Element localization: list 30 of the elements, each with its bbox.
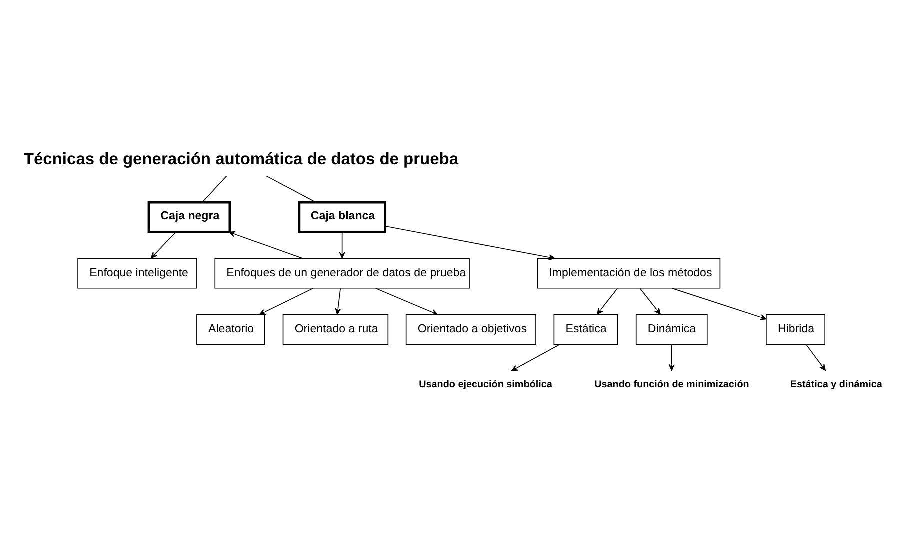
- node-box: Aleatorio: [196, 314, 266, 344]
- node-box: Enfoques de un generador de datos de prueba: [214, 258, 470, 288]
- arrow: [640, 288, 661, 314]
- node-box: Caja blanca: [298, 200, 386, 233]
- node-box: Orientado a objetivos: [406, 314, 536, 344]
- node-box: Orientado a ruta: [282, 314, 389, 344]
- arrow: [385, 225, 556, 260]
- arrow: [672, 288, 767, 320]
- arrow: [668, 344, 675, 370]
- arrow: [259, 288, 314, 315]
- arrow: [228, 230, 304, 258]
- node-box: Estática: [554, 314, 618, 344]
- node-box: Enfoque inteligente: [78, 258, 198, 288]
- node-box: Dinámica: [636, 314, 708, 344]
- connector: [202, 175, 228, 202]
- node-text: Técnicas de generación automática de datos de prueba: [24, 150, 459, 168]
- arrow: [335, 288, 342, 314]
- arrow: [375, 288, 438, 315]
- node-text: Usando función de minimización: [594, 379, 750, 390]
- arrow: [512, 344, 560, 371]
- node-text: Estática y dinámica: [790, 379, 882, 390]
- node-box: Hibrida: [766, 314, 826, 344]
- arrow: [339, 232, 346, 258]
- arrow: [596, 288, 618, 314]
- node-box: Implementación de los métodos: [537, 258, 721, 288]
- connector: [266, 175, 316, 202]
- arrow: [150, 232, 176, 258]
- node-text: Usando ejecución simbólica: [419, 379, 552, 390]
- arrow: [806, 344, 826, 370]
- node-box: Caja negra: [148, 200, 232, 233]
